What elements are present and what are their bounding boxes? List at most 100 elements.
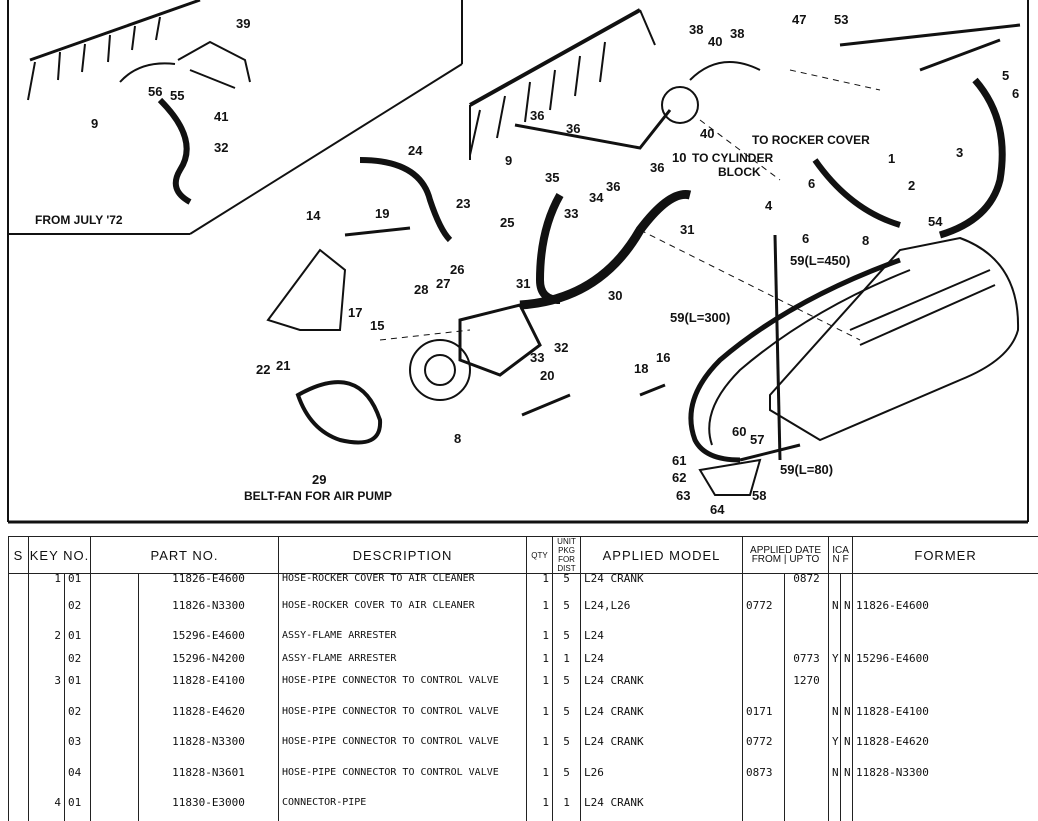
caption-to-cylinder: TO CYLINDER [692,151,773,165]
callout-22: 22 [256,362,270,377]
callout-57: 57 [750,432,764,447]
cell-desc: HOSE-PIPE CONNECTOR TO CONTROL VALVE [278,737,528,768]
caption-to-rocker-cover: TO ROCKER COVER [752,133,870,147]
cell-model: L24 [580,631,744,654]
cell-former: 11828-E4100 [852,706,1038,738]
cell-model: L26 [580,767,744,799]
callout-6: 6 [802,231,809,246]
cell-desc: HOSE-ROCKER COVER TO AIR CLEANER [278,573,528,601]
cell-from [742,573,786,601]
cell-n: Y [828,737,842,768]
callout-59-l-450-: 59(L=450) [790,253,850,268]
cell-n [828,676,842,707]
header-qty: QTY [526,536,554,574]
cell-qty: 1 [526,676,554,707]
cell-unit: 5 [552,631,582,654]
cell-s [8,600,29,632]
header-former: FORMER [852,536,1038,574]
cell-f [840,631,854,654]
header-ica: ICA N F [828,536,854,574]
callout-26: 26 [450,262,464,277]
cell-former: 11826-E4600 [852,600,1038,632]
callout-33: 33 [530,350,544,365]
exploded-parts-diagram: FROM JULY '72 TO ROCKER COVER TO CYLINDE… [7,0,1029,524]
cell-part: 15296-N4200 [138,653,280,677]
callout-2: 2 [908,178,915,193]
cell-n: Y [828,653,842,677]
callout-6: 6 [808,176,815,191]
cell-s [8,676,29,707]
callout-6: 6 [1012,86,1019,101]
cell-sub: 01 [63,573,92,601]
cell-n [828,573,842,601]
cell-n: N [828,767,842,799]
cell-qty: 1 [526,600,554,632]
callout-9: 9 [91,116,98,131]
table-header-row: S KEY NO. PART NO. DESCRIPTION QTY UNIT … [8,536,1038,574]
cell-blank [90,631,140,654]
callout-25: 25 [500,215,514,230]
cell-desc: ASSY-FLAME ARRESTER [278,653,528,677]
callout-63: 63 [676,488,690,503]
callout-59-l-80-: 59(L=80) [780,462,833,477]
cell-part: 11826-E4600 [138,573,280,601]
callout-54: 54 [928,214,943,229]
callout-27: 27 [436,276,450,291]
cell-qty: 1 [526,631,554,654]
cell-former: 11828-E4620 [852,737,1038,768]
cell-part: 11828-N3601 [138,767,280,799]
callout-29: 29 [312,472,326,487]
callout-30: 30 [608,288,622,303]
cell-n [828,798,842,821]
callout-39: 39 [236,16,250,31]
cell-key: 4 [28,798,65,821]
cell-blank [90,767,140,799]
callout-4: 4 [765,198,773,213]
cell-from [742,798,786,821]
cell-blank [90,798,140,821]
callout-58: 58 [752,488,766,503]
cell-key: 1 [28,573,65,601]
cell-unit: 5 [552,706,582,738]
callout-8: 8 [862,233,869,248]
cell-upto [784,600,830,632]
cell-model: L24 [580,653,744,677]
cell-part: 11828-E4100 [138,676,280,707]
callout-36: 36 [606,179,620,194]
callout-55: 55 [170,88,184,103]
cell-sub: 02 [63,600,92,632]
callout-40: 40 [708,34,722,49]
callout-34: 34 [589,190,604,205]
cell-former: 11828-N3300 [852,767,1038,799]
cell-upto: 0773 [784,653,830,677]
cell-s [8,653,29,677]
cell-n [828,631,842,654]
cell-key: 2 [28,631,65,654]
cell-from [742,676,786,707]
callout-36: 36 [650,160,664,175]
cell-part: 11826-N3300 [138,600,280,632]
cell-model: L24 CRANK [580,798,744,821]
callout-17: 17 [348,305,362,320]
cell-sub: 03 [63,737,92,768]
cell-qty: 1 [526,767,554,799]
header-description: DESCRIPTION [278,536,528,574]
callout-36: 36 [566,121,580,136]
callout-8: 8 [454,431,461,446]
callout-36: 36 [530,108,544,123]
cell-part: 15296-E4600 [138,631,280,654]
cell-blank [90,737,140,768]
cell-desc: HOSE-PIPE CONNECTOR TO CONTROL VALVE [278,676,528,707]
cell-f: N [840,737,854,768]
cell-blank [90,706,140,738]
callout-38: 38 [730,26,744,41]
cell-key [28,653,65,677]
callout-60: 60 [732,424,746,439]
caption-belt-fan: BELT-FAN FOR AIR PUMP [244,489,392,503]
cell-unit: 5 [552,737,582,768]
